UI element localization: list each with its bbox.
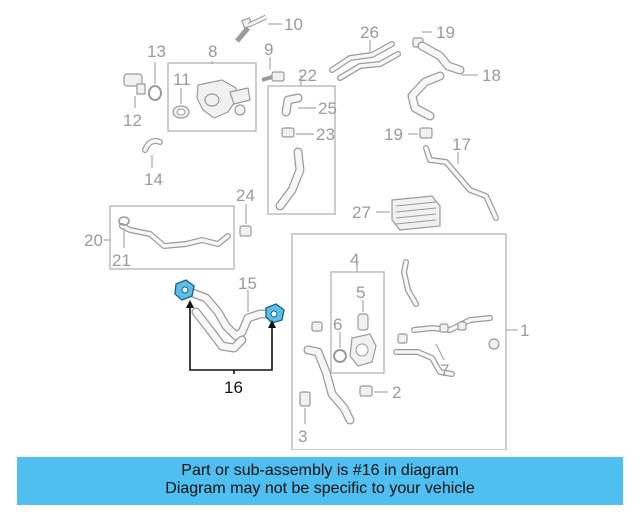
o-ring-part-21[interactable]: [118, 216, 130, 226]
callout-23: 23: [316, 125, 335, 144]
callout-13: 13: [147, 42, 166, 61]
callout-17: 17: [452, 135, 471, 154]
group-box-1: [291, 233, 507, 450]
callout-26: 26: [360, 23, 379, 42]
parts-diagram: 10 9 8 11 13 12 14: [84, 14, 529, 450]
hose-part-25[interactable]: [281, 93, 303, 117]
callout-9: 9: [264, 40, 273, 59]
callout-15: 15: [238, 274, 257, 293]
banner-line-1: Part or sub-assembly is #16 in diagram: [181, 462, 459, 479]
bolt-part-10[interactable]: [235, 14, 268, 43]
callout-16-leader: [186, 300, 276, 374]
clip-part-19-mid[interactable]: [419, 127, 433, 139]
callout-8: 8: [208, 42, 217, 61]
callout-5: 5: [356, 283, 365, 302]
callout-12: 12: [123, 111, 142, 130]
callout-11: 11: [173, 70, 191, 89]
pipe-part-1-right[interactable]: [411, 315, 500, 350]
seal-part-5[interactable]: [357, 313, 369, 331]
callout-6: 6: [333, 315, 342, 334]
callout-16: 16: [224, 378, 243, 397]
callout-14: 14: [144, 170, 163, 189]
bolt-part-9[interactable]: [261, 71, 285, 82]
hose-part-14[interactable]: [142, 138, 163, 153]
pipe-part-17[interactable]: [423, 145, 499, 221]
callout-10: 10: [284, 15, 303, 34]
callout-19-top: 19: [436, 23, 455, 42]
callout-7: 7: [440, 361, 449, 380]
o-ring-part-13[interactable]: [148, 85, 162, 101]
pipe-part-20[interactable]: [119, 223, 231, 249]
callout-18: 18: [482, 66, 501, 85]
oil-cooler-part-27[interactable]: [391, 195, 441, 231]
callout-22: 22: [298, 66, 317, 85]
gasket-part-11[interactable]: [172, 105, 190, 119]
hose-part-15[interactable]: [185, 287, 275, 353]
info-banner: Part or sub-assembly is #16 in diagram D…: [17, 457, 623, 505]
o-ring-part-6[interactable]: [333, 349, 347, 363]
water-pump-part-5[interactable]: [349, 333, 377, 367]
hose-part-18[interactable]: [407, 41, 465, 121]
callout-24: 24: [236, 186, 255, 205]
callout-25: 25: [318, 99, 337, 118]
pipe-part-1-upper[interactable]: [401, 259, 419, 307]
pipe-part-26[interactable]: [329, 41, 401, 81]
callout-1: 1: [520, 321, 529, 340]
callout-19-mid: 19: [384, 125, 403, 144]
clip-part-2[interactable]: [359, 385, 373, 397]
clamp-part-16-right[interactable]: [265, 303, 285, 324]
clip-part-23[interactable]: [281, 127, 295, 138]
hose-part-22[interactable]: [275, 147, 305, 211]
callout-2: 2: [392, 383, 401, 402]
clip-part-1-small[interactable]: [311, 321, 467, 344]
clip-part-3[interactable]: [299, 391, 311, 407]
callout-21: 21: [112, 251, 131, 270]
sensor-part-12[interactable]: [123, 73, 146, 95]
callout-4: 4: [350, 250, 359, 269]
thermostat-housing-part-8[interactable]: [196, 79, 251, 119]
clip-part-24[interactable]: [239, 225, 252, 237]
hose-part-1-lower[interactable]: [303, 345, 455, 425]
callout-20: 20: [84, 231, 103, 250]
clamp-part-16-left[interactable]: [174, 279, 195, 301]
callout-3: 3: [298, 427, 307, 446]
callout-27: 27: [352, 203, 371, 222]
banner-line-2: Diagram may not be specific to your vehi…: [165, 480, 475, 497]
group-box-20: [109, 205, 235, 270]
